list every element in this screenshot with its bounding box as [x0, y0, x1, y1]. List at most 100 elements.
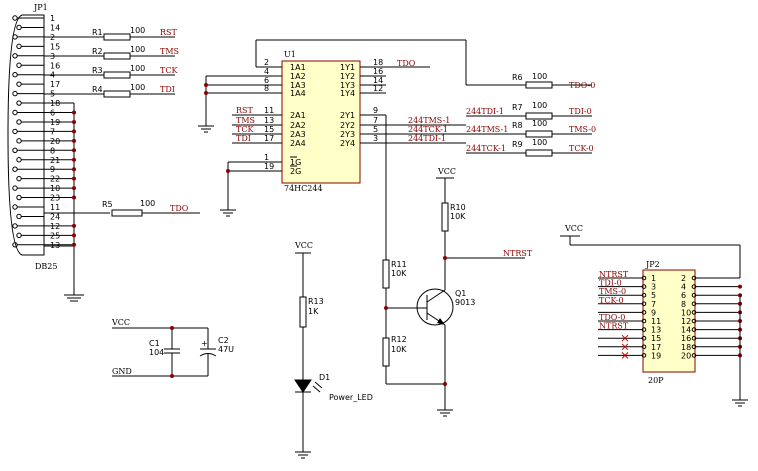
u1-pin-16: 16 [373, 67, 383, 76]
svg-text:R4: R4 [92, 85, 103, 94]
svg-text:TCK-0: TCK-0 [569, 144, 594, 153]
svg-text:R11: R11 [391, 260, 407, 269]
jp1-pin-7 [12, 128, 18, 135]
jp1-type: DB25 [35, 262, 57, 271]
ground-symbol-jp1 [64, 294, 84, 302]
jp2-pin-17: 17 [651, 343, 661, 352]
u1-pins: 21A141A261A381A4112A1RST132A2TMS152A3TCK… [232, 58, 466, 176]
jp1-pin-10 [12, 185, 18, 191]
u1-pin-9: 9 [373, 106, 378, 115]
svg-text:10K: 10K [391, 269, 407, 278]
jp1-pin-17 [16, 81, 22, 87]
svg-text:R9: R9 [512, 140, 523, 149]
jp1-pin-22 [16, 175, 22, 182]
jp1-pin-label-24: 24 [50, 212, 60, 221]
u1-pin-name-2A4: 2A4 [290, 139, 306, 148]
jp2-pin-5: 5 [651, 291, 656, 300]
jp2-pin-7: 7 [651, 300, 656, 309]
jp1-pin-label-1: 1 [50, 14, 55, 23]
u1-pin-name-1Y3: 1Y3 [340, 81, 355, 90]
u1-net-TCK: TCK [236, 125, 254, 134]
svg-text:100: 100 [140, 199, 155, 208]
svg-text:10K: 10K [450, 212, 466, 221]
net-label-rst: RST [160, 28, 178, 37]
resistor-r5: R5 100 TDO [102, 199, 189, 217]
jp2-pin-9: 9 [651, 308, 656, 317]
jp1-pin-8 [12, 147, 18, 154]
net-label-tck: TCK [160, 66, 178, 75]
u1-pin-name-2Y3: 2Y3 [340, 130, 355, 139]
jp1-pin-3 [12, 53, 18, 59]
jp1-pin-21 [16, 157, 22, 163]
jp2-net-TCK-0: TCK-0 [599, 296, 624, 305]
power-led-label: Power_LED [329, 393, 373, 402]
svg-text:R5: R5 [102, 200, 113, 209]
svg-text:R1: R1 [92, 28, 103, 37]
jp1-pin-25 [16, 232, 22, 239]
jp1-pin-24 [16, 213, 22, 220]
svg-text:100: 100 [532, 72, 547, 81]
jp1-pin-6 [12, 109, 18, 116]
ntrst-transistor-branch: VCC R10 10K NTRST Q1 9013 R11 10K R12 10… [382, 167, 533, 417]
resistor-r1: R1 100 RST [92, 26, 178, 41]
u1-pin-3: 3 [373, 134, 378, 143]
resistor-r6: R6 100 TDO-0 [512, 72, 595, 90]
svg-text:R8: R8 [512, 121, 523, 130]
resistor-r4: R4 100 TDI [92, 83, 175, 98]
u1-pin-name-2G: 2G [290, 167, 301, 176]
jp1-ref: JP1 [33, 3, 48, 12]
resistor-r8: R8 100 244TMS-1 TMS-0 [466, 119, 596, 138]
svg-text:Q1: Q1 [455, 289, 466, 298]
net-label-ntrst: NTRST [503, 249, 533, 258]
u1-pin-name-1G: 1G [290, 158, 301, 167]
jp1-pin-label-16: 16 [50, 61, 60, 70]
u1-pin-name-2A3: 2A3 [290, 130, 306, 139]
net-label-tdo-0: TDO-0 [569, 81, 595, 90]
u1-net-244TCK-1: 244TCK-1 [408, 125, 448, 134]
svg-text:R12: R12 [391, 335, 407, 344]
jp1-wiring [44, 36, 200, 295]
svg-text:9013: 9013 [455, 298, 475, 307]
net-label-tdi: TDI [160, 85, 175, 94]
jp1-pin-9 [12, 166, 18, 172]
jp2-pin-13: 13 [651, 326, 661, 335]
u1-pin-1: 1 [264, 153, 269, 162]
svg-text:C2: C2 [218, 336, 229, 345]
jp2-net-TDI-0: TDI-0 [599, 279, 622, 288]
svg-text:R10: R10 [450, 203, 466, 212]
jp2-pin-3: 3 [651, 283, 656, 292]
u1-pin-name-2A1: 2A1 [290, 111, 306, 120]
svg-text:R7: R7 [512, 103, 523, 112]
jp2-pin-12: 12 [681, 317, 691, 326]
power-led-branch: VCC R13 1K D1 Power_LED [294, 241, 373, 459]
svg-text:100: 100 [130, 45, 145, 54]
u1-net-TDI: TDI [236, 134, 251, 143]
u1-pin-5: 5 [373, 125, 378, 134]
u1-net-RST: RST [236, 106, 254, 115]
svg-text:D1: D1 [319, 373, 330, 382]
u1-pin-name-1Y4: 1Y4 [340, 89, 355, 98]
decoupling-caps: VCC GND + C1 104 C2 47U [111, 318, 234, 377]
jp1-pin-label-17: 17 [50, 80, 60, 89]
jp2-net-NTRST: NTRST [599, 270, 629, 279]
u1-pin-14: 14 [373, 76, 383, 85]
u1-pin-2: 2 [264, 58, 269, 67]
u1-ref: U1 [284, 50, 296, 59]
jp1-pin-2 [12, 34, 18, 40]
jp2-pin-20: 20 [681, 351, 691, 360]
svg-text:244TMS-1: 244TMS-1 [466, 125, 508, 134]
u1-pin-7: 7 [373, 116, 378, 125]
jp1-pin-16 [16, 62, 22, 68]
u1-pin-15: 15 [264, 125, 274, 134]
u1-pin-name-1Y1: 1Y1 [340, 63, 355, 72]
u1-net-TDO: TDO [397, 59, 416, 68]
svg-text:R6: R6 [512, 73, 523, 82]
svg-text:100: 100 [130, 83, 145, 92]
u1-pin-name-1A3: 1A3 [290, 81, 306, 90]
u1-net-TMS: TMS [236, 116, 255, 125]
vcc-label-jp2: VCC [564, 224, 583, 233]
jp1-pin-1 [12, 15, 18, 21]
jp2-net-TDO-0: TDO-0 [599, 313, 625, 322]
